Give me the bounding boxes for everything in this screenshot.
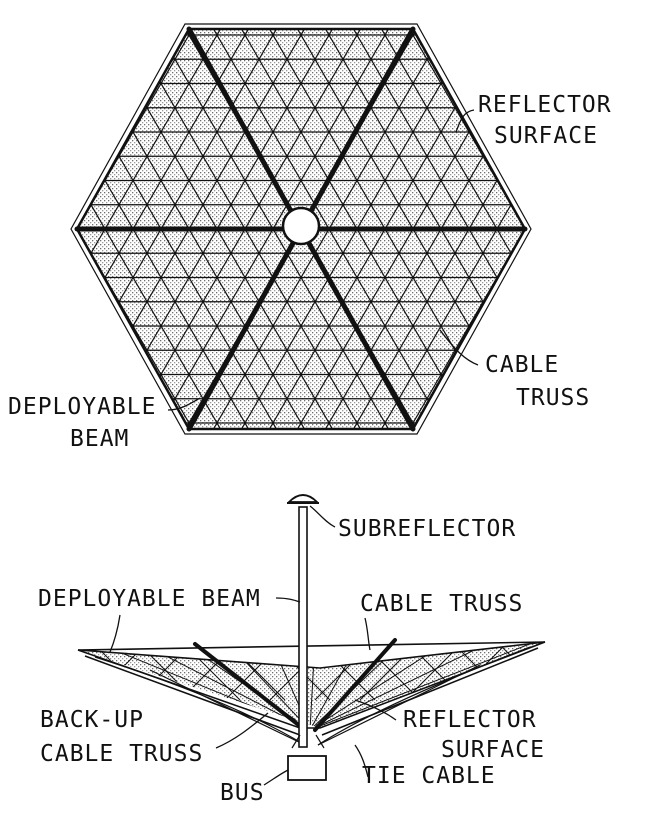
- side-leader-lines: [109, 505, 397, 786]
- leader-cable-truss: [439, 329, 479, 366]
- label-cable-truss-2: TRUSS: [516, 385, 590, 411]
- label-tie-cable: TIE CABLE: [362, 763, 496, 789]
- label-deployable-beam-2: BEAM: [70, 426, 129, 452]
- tie-cables: [291, 734, 325, 749]
- side-truss-line: [309, 642, 541, 728]
- cable-truss-line: [77, 29, 154, 429]
- label-subreflector: SUBREFLECTOR: [338, 516, 516, 542]
- label-deployable-beam-1: DEPLOYABLE: [8, 394, 156, 420]
- label-backup-1: BACK-UP: [40, 707, 144, 733]
- cable-truss-line: [77, 29, 126, 429]
- label-bus: BUS: [220, 780, 265, 806]
- label-side-deployable-beam: DEPLOYABLE BEAM: [38, 586, 261, 612]
- center-hub: [281, 206, 321, 246]
- mast-column: [298, 506, 308, 748]
- side-truss-line: [309, 642, 496, 728]
- reflector-outer-rim: [70, 23, 532, 435]
- cable-truss-line: [77, 29, 98, 429]
- side-view-antenna: SUBREFLECTOR DEPLOYABLE BEAM CABLE TRUSS…: [38, 494, 546, 806]
- side-truss-line: [539, 642, 545, 701]
- label-side-reflector-1: REFLECTOR: [403, 707, 537, 733]
- label-cable-truss-1: CABLE: [485, 352, 559, 378]
- bus-box: [287, 755, 327, 781]
- top-leader-lines: [167, 109, 479, 411]
- label-reflector-surface-2: SURFACE: [494, 123, 598, 149]
- label-backup-2: CABLE TRUSS: [40, 741, 203, 767]
- label-side-reflector-2: SURFACE: [441, 737, 545, 763]
- top-view-reflector: REFLECTOR SURFACE CABLE TRUSS DEPLOYABLE…: [8, 23, 612, 452]
- cable-truss-line: [77, 29, 126, 429]
- leader-beam: [167, 397, 201, 411]
- label-side-cable-truss: CABLE TRUSS: [360, 591, 523, 617]
- label-reflector-surface-1: REFLECTOR: [478, 92, 612, 118]
- subreflector-icon: [286, 494, 320, 503]
- side-deployable-beams: [193, 638, 397, 732]
- side-truss-line: [539, 642, 545, 701]
- cable-truss-line: [77, 29, 154, 429]
- mast: [286, 494, 320, 748]
- cable-truss-line: [77, 29, 98, 429]
- backup-cable-truss: [94, 646, 531, 746]
- leader-reflector: [455, 109, 475, 133]
